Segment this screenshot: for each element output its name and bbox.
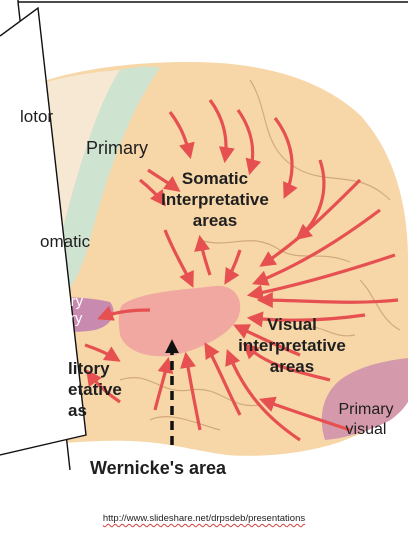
label-motor: lotor [20,107,53,127]
label-somatic-interpretative: Somatic Interpretative areas [150,168,280,231]
label-wernicke-area: Wernicke's area [90,458,226,479]
label-primary-auditory: nary itory [54,293,83,327]
source-url: http://www.slideshare.net/drpsdeb/presen… [103,513,305,524]
label-auditory-interpretative: litory etative as [68,358,122,421]
source-caption: http://www.slideshare.net/drpsdeb/presen… [0,513,408,524]
label-somatic: omatic [40,232,90,252]
label-visual-interpretative: Visual interpretative areas [222,314,362,377]
label-primary-somatic: Primary [86,138,148,159]
label-primary-visual: Primary visual [326,400,406,440]
